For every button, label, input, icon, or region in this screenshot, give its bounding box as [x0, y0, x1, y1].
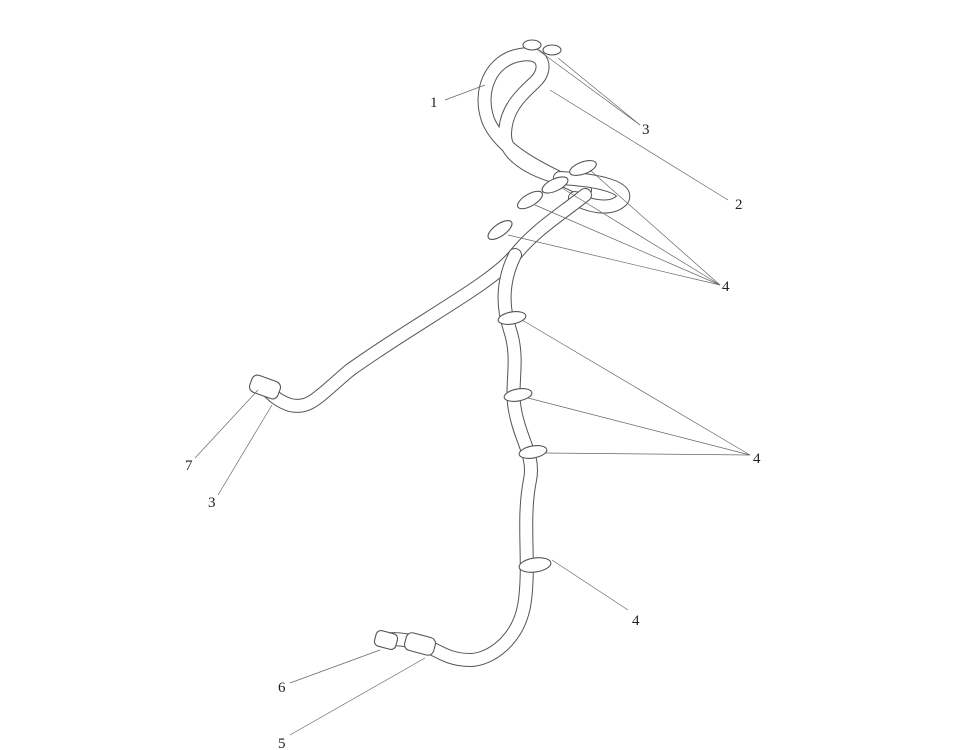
clip-4-mid-3	[518, 445, 548, 459]
top-fitting-b	[542, 44, 562, 56]
clip-4-top-4	[487, 220, 513, 240]
callout-labels: 1 2 3 3 4 4 4 5 6 7	[185, 95, 761, 750]
callout-2: 2	[735, 197, 743, 213]
bottom-fitting-six	[373, 629, 399, 651]
clip-group	[487, 160, 597, 573]
clip-4-top-1	[569, 160, 597, 176]
left-end-fitting	[248, 374, 282, 400]
top-fitting-a	[522, 39, 542, 51]
callout-3-left: 3	[208, 495, 216, 511]
pipe-group	[258, 47, 631, 667]
clip-4-mid-2	[503, 388, 533, 402]
clip-4-mid-1	[497, 311, 527, 325]
callout-1: 1	[430, 95, 438, 111]
callout-7: 7	[185, 458, 193, 474]
clip-4-low	[518, 557, 552, 573]
callout-4-middle: 4	[753, 451, 761, 467]
callout-4-lower: 4	[632, 613, 640, 629]
callout-6: 6	[278, 680, 286, 696]
callout-3-top: 3	[642, 122, 650, 138]
leader-lines	[194, 49, 751, 736]
clip-4-top-2	[541, 176, 569, 194]
bottom-fitting-five	[403, 632, 437, 656]
clip-4-top-3	[516, 190, 544, 210]
callout-4-upper: 4	[722, 279, 730, 295]
callout-5: 5	[278, 736, 286, 750]
fitting-group	[248, 39, 562, 656]
